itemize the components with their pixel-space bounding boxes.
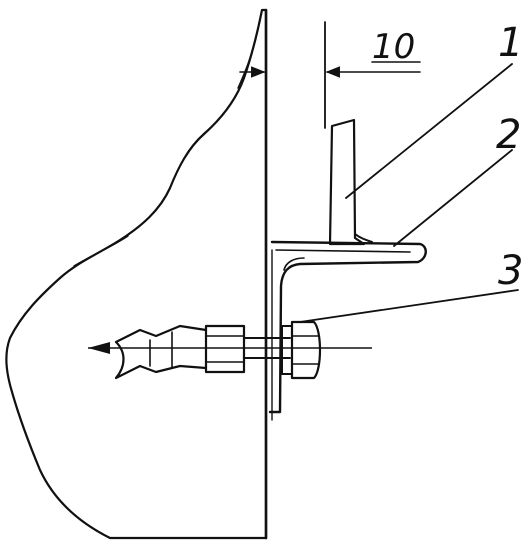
anchor-bolt [88, 320, 372, 380]
wall-section [5, 8, 273, 540]
dimension-label: 10 [372, 27, 415, 67]
callout-label-1: 1 [498, 20, 523, 66]
callout-label-2: 2 [496, 112, 521, 158]
dimension-10: 10 [239, 21, 421, 129]
angle-bracket [268, 240, 427, 414]
callout-label-3: 3 [498, 248, 523, 294]
callouts: 1 2 3 [299, 20, 523, 323]
vertical-plate [328, 118, 373, 246]
